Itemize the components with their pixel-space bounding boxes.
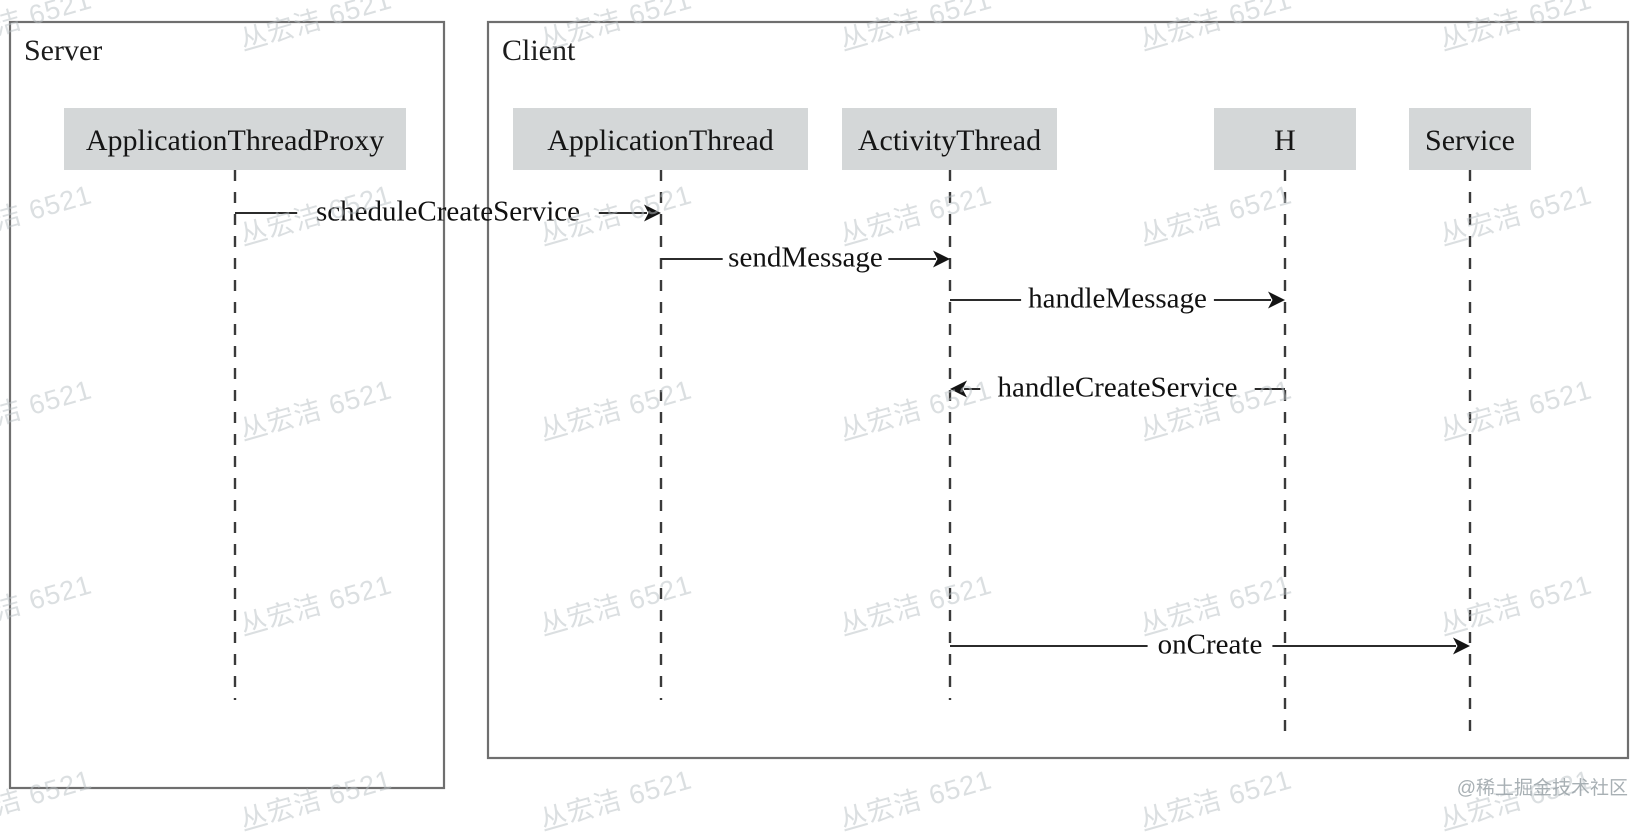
participant-label-applicationthreadproxy: ApplicationThreadProxy [86, 124, 384, 157]
message-arrowhead-m2 [933, 250, 950, 268]
message-label-m5: onCreate [1158, 629, 1263, 661]
participant-label-applicationthread: ApplicationThread [547, 124, 774, 157]
participant-box-h [1214, 108, 1356, 170]
message-arrowhead-m3 [1268, 291, 1285, 309]
message-label-m1: scheduleCreateService [316, 196, 580, 228]
participant-applicationthreadproxy[interactable]: ApplicationThreadProxy [64, 108, 406, 170]
message-arrowhead-m1 [644, 204, 661, 222]
participant-box-activitythread [842, 108, 1057, 170]
message-m5[interactable]: onCreate [950, 629, 1470, 661]
participant-label-h: H [1274, 124, 1296, 157]
participant-activitythread[interactable]: ActivityThread [842, 108, 1057, 170]
participant-label-service: Service [1425, 124, 1515, 157]
panel-title-client: Client [502, 34, 576, 67]
participant-box-applicationthreadproxy [64, 108, 406, 170]
messages-group: scheduleCreateService sendMessage handleMe… [235, 196, 1470, 661]
participant-box-applicationthread [513, 108, 808, 170]
message-m3[interactable]: handleMessage [950, 283, 1285, 315]
actors-group: ApplicationThreadProxy ApplicationThread A… [64, 108, 1531, 170]
message-label-m3: handleMessage [1028, 283, 1207, 315]
participant-service[interactable]: Service [1409, 108, 1531, 170]
participant-applicationthread[interactable]: ApplicationThread [513, 108, 808, 170]
message-label-m2: sendMessage [728, 242, 883, 274]
message-label-m4: handleCreateService [998, 372, 1238, 404]
message-arrowhead-m4 [950, 380, 967, 398]
message-m4[interactable]: handleCreateService [950, 372, 1285, 404]
message-arrowhead-m5 [1453, 637, 1470, 655]
participant-box-service [1409, 108, 1531, 170]
message-m1[interactable]: scheduleCreateService [235, 196, 661, 228]
participant-label-activitythread: ActivityThread [858, 124, 1041, 157]
message-m2[interactable]: sendMessage [661, 242, 950, 274]
participant-h[interactable]: H [1214, 108, 1356, 170]
panel-title-server: Server [24, 34, 102, 67]
